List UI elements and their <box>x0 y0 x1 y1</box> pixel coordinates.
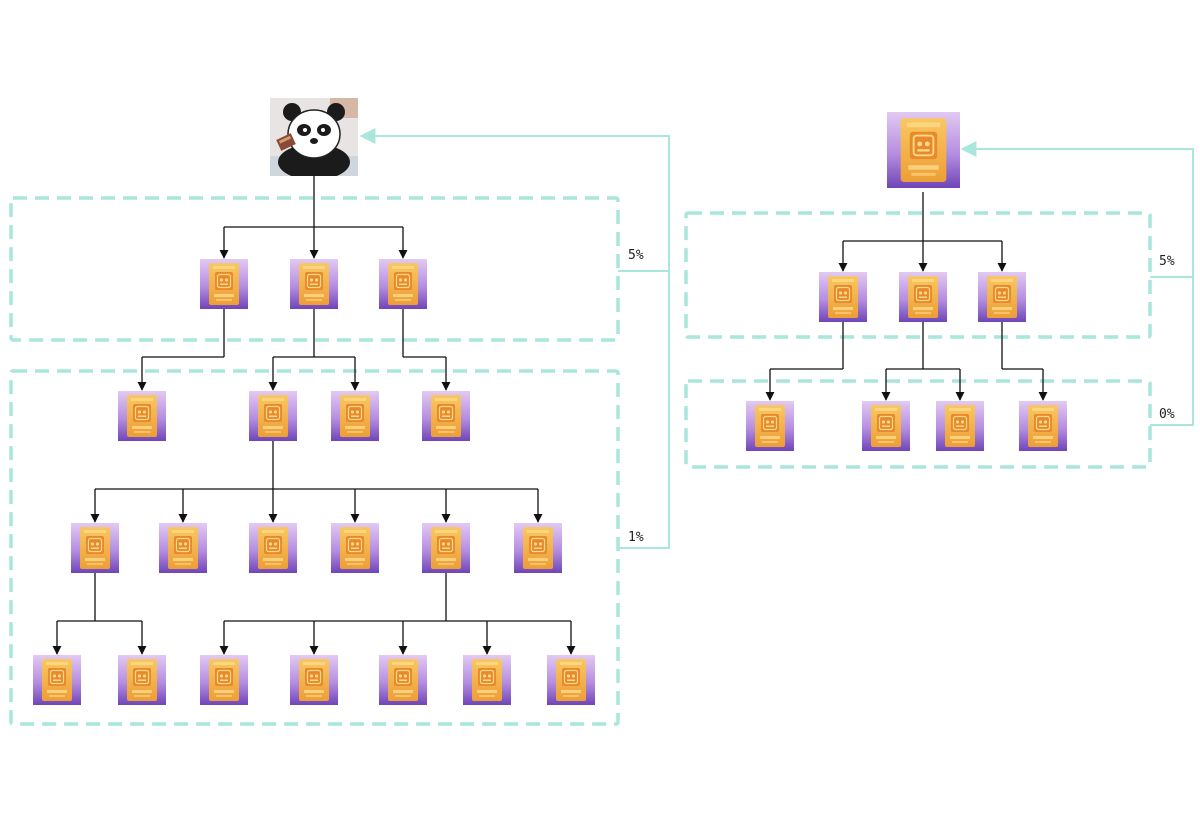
left-level2-nft-card-icon[interactable] <box>331 391 379 441</box>
left-group-level1-label: 5% <box>628 248 644 263</box>
left-level2-nft-card-icon[interactable] <box>118 391 166 441</box>
right-root-nft-card-icon[interactable] <box>887 110 960 190</box>
right-level1-nft-card-icon[interactable] <box>819 272 867 322</box>
left-level1-nft-card-icon[interactable] <box>379 259 427 309</box>
right-level2-nft-card-icon[interactable] <box>862 401 910 451</box>
right-loop-line-lower <box>1150 277 1194 426</box>
left-level2-nft-card-icon[interactable] <box>422 391 470 441</box>
left-level1-nft-card-icon[interactable] <box>200 259 248 309</box>
left-loop-line-lower <box>618 271 670 549</box>
left-level4-nft-card-icon[interactable] <box>290 655 338 705</box>
right-group-level2-label: 0% <box>1159 407 1175 422</box>
left-level4-nft-card-icon[interactable] <box>200 655 248 705</box>
left-level4-nft-card-icon[interactable] <box>118 655 166 705</box>
left-level3-nft-card-icon[interactable] <box>249 523 297 573</box>
return-loops <box>359 128 1194 549</box>
left-level2-nft-card-icon[interactable] <box>249 391 297 441</box>
left-group-level2-label: 1% <box>628 530 644 545</box>
right-level2-nft-card-icon[interactable] <box>746 401 794 451</box>
left-level4-nft-card-icon[interactable] <box>379 655 427 705</box>
left-loop-line <box>359 128 670 272</box>
left-group-level1 <box>9 196 620 342</box>
tree-nodes <box>33 98 1067 705</box>
right-level2-nft-card-icon[interactable] <box>936 401 984 451</box>
right-level1-nft-card-icon[interactable] <box>978 272 1026 322</box>
left-level3-nft-card-icon[interactable] <box>159 523 207 573</box>
right-group-level1-label: 5% <box>1159 254 1175 269</box>
right-group-level1 <box>684 211 1152 339</box>
left-level3-nft-card-icon[interactable] <box>71 523 119 573</box>
left-level3-nft-card-icon[interactable] <box>422 523 470 573</box>
left-root-panda-icon[interactable] <box>270 98 358 180</box>
right-group-level2 <box>684 379 1152 469</box>
left-level3-nft-card-icon[interactable] <box>514 523 562 573</box>
left-level4-nft-card-icon[interactable] <box>463 655 511 705</box>
left-level4-nft-card-icon[interactable] <box>547 655 595 705</box>
left-level3-nft-card-icon[interactable] <box>331 523 379 573</box>
right-loop-line <box>960 141 1194 278</box>
left-level1-nft-card-icon[interactable] <box>290 259 338 309</box>
right-level1-nft-card-icon[interactable] <box>899 272 947 322</box>
tree-edges <box>52 176 1048 655</box>
left-level4-nft-card-icon[interactable] <box>33 655 81 705</box>
right-level2-nft-card-icon[interactable] <box>1019 401 1067 451</box>
